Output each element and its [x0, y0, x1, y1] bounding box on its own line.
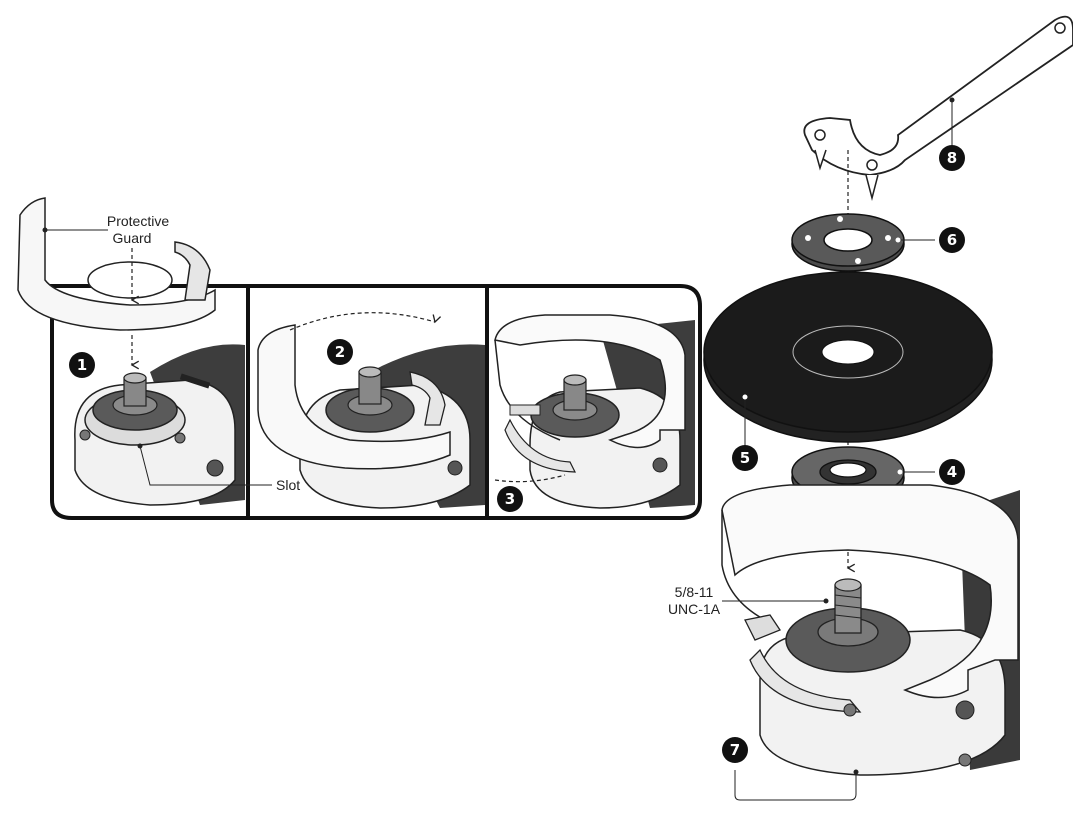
thread-spec-label-1: 5/8-11 [675, 584, 714, 600]
svg-text:8: 8 [947, 149, 957, 167]
callout-badge-4: 4 [939, 459, 965, 485]
protective-guard-label-1: Protective [107, 213, 169, 229]
svg-text:1: 1 [77, 356, 87, 374]
svg-text:7: 7 [730, 741, 740, 759]
svg-text:3: 3 [505, 490, 515, 508]
callout-badge-5: 5 [732, 445, 758, 471]
protective-guard-label-2: Guard [113, 230, 152, 246]
step-badge-2: 2 [327, 339, 353, 365]
step3-grinder [494, 314, 695, 509]
callout-badge-7: 7 [722, 737, 748, 763]
svg-text:6: 6 [947, 231, 957, 249]
grinding-wheel [703, 271, 993, 443]
svg-text:4: 4 [947, 463, 957, 481]
spanner-wrench [803, 15, 1073, 201]
svg-text:5: 5 [740, 449, 750, 467]
step1-grinder [74, 344, 245, 506]
callout-badge-6: 6 [939, 227, 965, 253]
step-badge-3: 3 [497, 486, 523, 512]
thread-spec-label-2: UNC-1A [668, 601, 721, 617]
step2-grinder [257, 312, 485, 509]
protective-guard [17, 197, 216, 370]
outer-flange [791, 213, 905, 272]
callout-badge-8: 8 [939, 145, 965, 171]
step-badge-1: 1 [69, 352, 95, 378]
svg-text:2: 2 [335, 343, 345, 361]
slot-label: Slot [276, 477, 300, 493]
grinder-main [721, 484, 1020, 801]
